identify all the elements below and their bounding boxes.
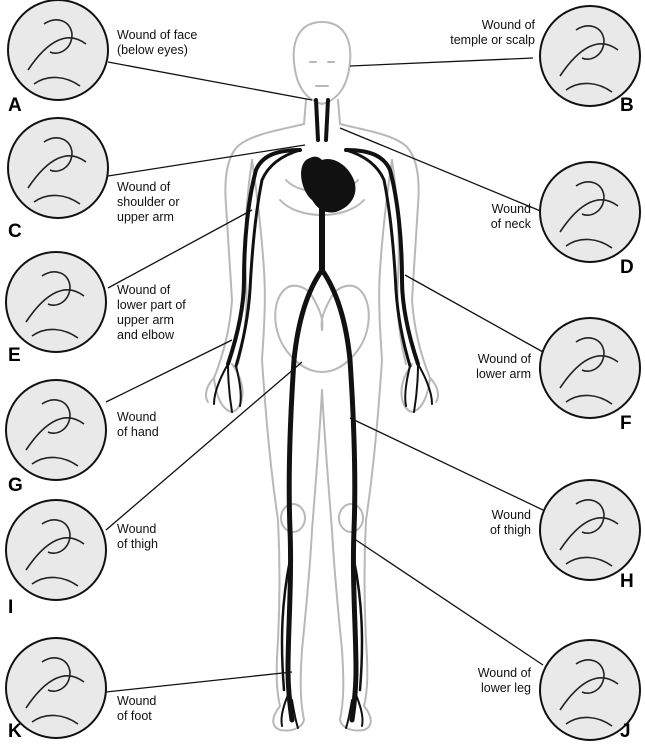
panel-circle-f — [540, 318, 640, 418]
panel-letter-i: I — [8, 598, 13, 618]
heart-icon — [301, 157, 355, 213]
body-outline — [206, 22, 438, 731]
panel-circle-c — [8, 118, 108, 218]
panel-letter-k: K — [8, 722, 22, 742]
panel-letter-d: D — [620, 258, 634, 278]
panel-letter-b: B — [620, 96, 634, 116]
panel-label-c: Wound of shoulder or upper arm — [117, 180, 180, 225]
panel-label-h: Wound of thigh — [490, 508, 531, 538]
panel-circle-e — [6, 252, 106, 352]
panel-circle-i — [6, 500, 106, 600]
panel-circles — [6, 0, 640, 740]
panel-label-g: Wound of hand — [117, 410, 159, 440]
panel-circle-d — [540, 162, 640, 262]
panel-label-i: Wound of thigh — [117, 522, 158, 552]
panel-label-k: Wound of foot — [117, 694, 156, 724]
panel-letter-g: G — [8, 476, 23, 496]
panel-label-j: Wound of lower leg — [478, 666, 531, 696]
panel-label-d: Wound of neck — [491, 202, 531, 232]
panel-circle-a — [8, 0, 108, 100]
panel-label-f: Wound of lower arm — [476, 352, 531, 382]
panel-letter-j: J — [620, 722, 631, 742]
panel-circle-b — [540, 6, 640, 106]
panel-label-a: Wound of face (below eyes) — [117, 28, 197, 58]
panel-label-b: Wound of temple or scalp — [450, 18, 535, 48]
panel-letter-e: E — [8, 346, 21, 366]
panel-letter-h: H — [620, 572, 634, 592]
panel-circle-g — [6, 380, 106, 480]
panel-letter-f: F — [620, 414, 632, 434]
panel-label-e: Wound of lower part of upper arm and elb… — [117, 283, 186, 343]
panel-letter-a: A — [8, 96, 22, 116]
panel-letter-c: C — [8, 222, 22, 242]
panel-circle-h — [540, 480, 640, 580]
